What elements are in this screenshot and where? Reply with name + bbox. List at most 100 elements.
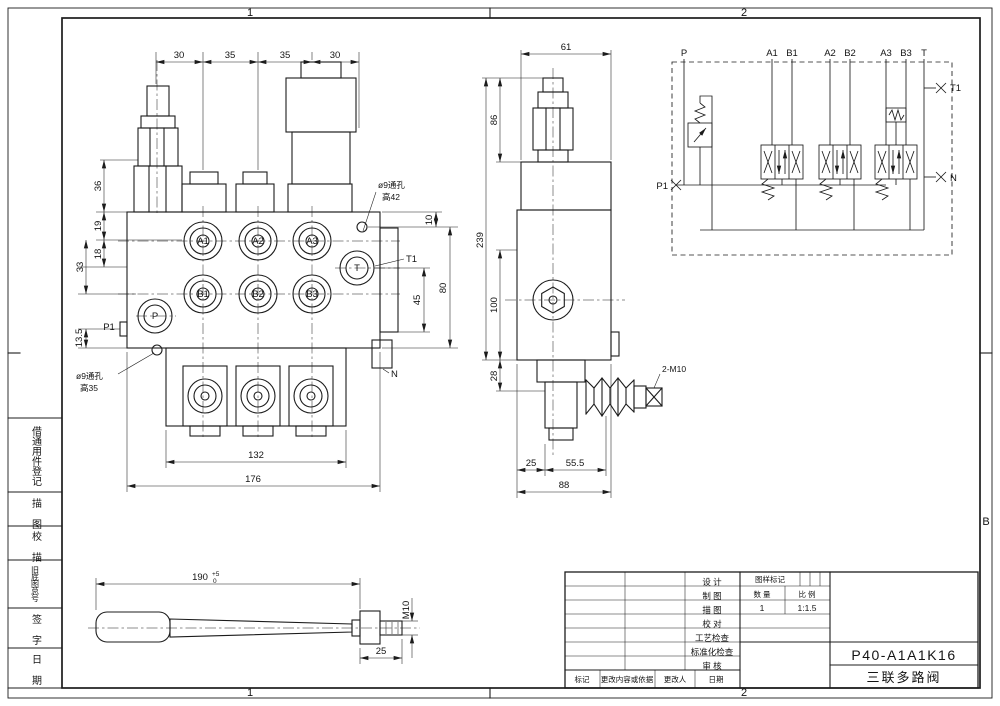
titleblock-row-design: 设 计 bbox=[702, 577, 722, 587]
margin-label-check-tracing: 校 描 bbox=[30, 530, 42, 563]
titleblock-row-approval: 审 核 bbox=[702, 661, 722, 671]
port-label-a3: A3 bbox=[306, 236, 318, 247]
handle-tol-lower: 0 bbox=[213, 578, 217, 585]
schematic-relief-valve bbox=[687, 95, 713, 230]
margin-label-tracing: 描 图 bbox=[30, 497, 42, 530]
side-body bbox=[516, 77, 620, 441]
titleblock-drawing-number: P40-A1A1K16 bbox=[851, 647, 956, 663]
front-callout-hole-top-1: ø9通孔 bbox=[378, 180, 405, 190]
front-dim-35a: 35 bbox=[225, 50, 236, 61]
front-dim-19: 19 bbox=[93, 221, 104, 232]
side-callout-2-m10: 2-M10 bbox=[662, 364, 686, 374]
zone-label-top-2: 2 bbox=[741, 7, 747, 19]
zone-label-bottom-2: 2 bbox=[741, 687, 747, 699]
margin-label-register: 借通用件登记 bbox=[30, 426, 42, 486]
margin-label-date: 日 期 bbox=[30, 654, 42, 686]
front-dim-13-5: 13.5 bbox=[74, 329, 85, 348]
titleblock-part-title: 三联多路阀 bbox=[866, 670, 941, 685]
zone-label-top-1: 1 bbox=[247, 7, 253, 19]
port-label-b3: B3 bbox=[306, 289, 318, 300]
titleblock-row-tracing: 描 图 bbox=[702, 605, 721, 615]
front-dim-30b: 30 bbox=[330, 50, 341, 61]
title-block: 设 计 制 图 描 图 校 对 工艺检查 标准化检查 审 核 图样标记 数 量 … bbox=[564, 571, 979, 689]
side-dim-28: 28 bbox=[489, 371, 500, 382]
titleblock-rev-date: 日期 bbox=[709, 675, 724, 684]
titleblock-row-drafting: 制 图 bbox=[702, 591, 721, 601]
schematic-lines bbox=[676, 59, 936, 231]
front-dimensions bbox=[78, 52, 458, 492]
side-dim-61: 61 bbox=[561, 42, 572, 53]
front-dim-33: 33 bbox=[75, 262, 86, 273]
front-view: A1 A2 A3 T B1 B2 B3 P P1 bbox=[74, 50, 458, 492]
side-dim-88: 88 bbox=[559, 480, 570, 491]
front-dim-35b: 35 bbox=[280, 50, 291, 61]
schematic-port-b1: B1 bbox=[786, 48, 798, 59]
port-label-b2: B2 bbox=[252, 289, 264, 300]
zone-label-bottom-1: 1 bbox=[247, 687, 253, 699]
margin-label-signature: 签 字 bbox=[30, 613, 42, 645]
titleblock-scale-value: 1:1.5 bbox=[798, 603, 817, 613]
schematic-port-a1: A1 bbox=[766, 48, 778, 59]
schematic-port-t1: T1 bbox=[950, 83, 961, 94]
border-frame bbox=[7, 7, 993, 699]
side-view: 61 86 239 100 28 25 55.5 88 2-M10 bbox=[475, 42, 686, 498]
hydraulic-schematic: P A1 B1 A2 B2 A3 B3 T T1 N P1 bbox=[656, 48, 961, 256]
port-label-p: P bbox=[152, 311, 158, 322]
handle-dim-25: 25 bbox=[376, 646, 387, 657]
port-label-t1: T1 bbox=[406, 254, 417, 265]
port-label-a2: A2 bbox=[252, 236, 264, 247]
margin-label-old-drawing-no: 旧底图总号 bbox=[31, 566, 40, 603]
handle-dim-190: 190 bbox=[192, 572, 208, 583]
front-port-circles bbox=[137, 221, 375, 356]
titleblock-qty-label: 数 量 bbox=[753, 589, 771, 599]
schematic-port-t: T bbox=[921, 48, 927, 59]
titleblock-row-checking: 校 对 bbox=[702, 619, 722, 629]
front-dim-45: 45 bbox=[412, 295, 423, 306]
handle-body bbox=[95, 610, 403, 645]
port-label-t: T bbox=[354, 263, 360, 274]
schematic-plugged-port-n bbox=[935, 171, 947, 183]
schematic-plugged-port-p1 bbox=[670, 179, 682, 191]
side-dimensions bbox=[482, 50, 661, 498]
side-dim-86: 86 bbox=[489, 115, 500, 126]
handle-tol-upper: +5 bbox=[212, 571, 220, 578]
front-relief-valve bbox=[133, 85, 183, 213]
schematic-port-b3: B3 bbox=[900, 48, 912, 59]
front-view-centerlines bbox=[118, 60, 400, 440]
titleblock-rev-desc: 更改内容或依据 bbox=[601, 674, 654, 684]
schematic-boundary bbox=[671, 61, 953, 256]
schematic-port-b2: B2 bbox=[844, 48, 856, 59]
handle-thread-m10: M10 bbox=[401, 601, 412, 619]
schematic-port-a2: A2 bbox=[824, 48, 836, 59]
port-label-p1: P1 bbox=[103, 322, 115, 333]
front-spool-section bbox=[165, 347, 347, 437]
margin-register-blocks bbox=[7, 417, 63, 689]
schematic-port-n: N bbox=[950, 173, 957, 184]
schematic-spool-section-3 bbox=[874, 107, 918, 230]
handle-dimensions bbox=[95, 578, 418, 664]
side-dim-239: 239 bbox=[475, 232, 486, 248]
front-dim-30a: 30 bbox=[174, 50, 185, 61]
front-callout-hole-bottom-2: 高35 bbox=[80, 383, 98, 393]
side-dim-55-5: 55.5 bbox=[566, 458, 585, 469]
schematic-port-a3: A3 bbox=[880, 48, 892, 59]
port-label-b1: B1 bbox=[197, 289, 209, 300]
front-dim-176: 176 bbox=[245, 474, 261, 485]
titleblock-row-process: 工艺检查 bbox=[695, 633, 730, 643]
front-dim-132: 132 bbox=[248, 450, 264, 461]
schematic-plugged-port-t1 bbox=[935, 82, 947, 94]
titleblock-rev-person: 更改人 bbox=[664, 674, 687, 684]
titleblock-scale-label: 比 例 bbox=[798, 589, 815, 599]
front-dim-80: 80 bbox=[438, 283, 449, 294]
title-block-grid bbox=[564, 571, 979, 689]
titleblock-qty-value: 1 bbox=[760, 603, 765, 613]
titleblock-stamp-label: 图样标记 bbox=[755, 574, 785, 584]
side-dim-100: 100 bbox=[489, 297, 500, 313]
side-dim-25: 25 bbox=[526, 458, 537, 469]
schematic-spool-section-2 bbox=[818, 144, 862, 230]
front-top-caps bbox=[181, 61, 357, 213]
schematic-port-p: P bbox=[681, 48, 687, 59]
port-label-n: N bbox=[391, 369, 398, 380]
